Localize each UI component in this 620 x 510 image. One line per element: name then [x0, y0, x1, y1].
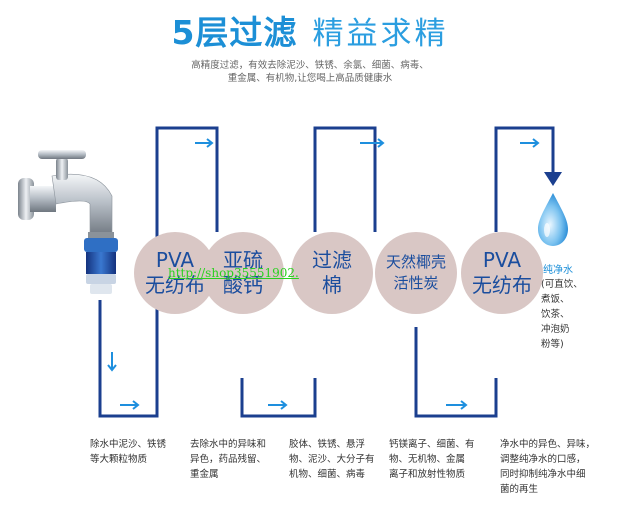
- stage-5-pva: PVA 无纺布: [461, 232, 543, 314]
- desc-line: 物、无机物、金属: [389, 454, 466, 465]
- flow-arrow-icon: [107, 352, 117, 372]
- desc-line: 去除水中的异味和: [190, 439, 267, 450]
- desc-line: 离子和放射性物质: [389, 469, 466, 480]
- watermark-url: http://shop35551902.: [168, 266, 299, 280]
- pipe-segment-3: [313, 126, 377, 232]
- stage-1-line2: 无纺布: [145, 273, 205, 297]
- flow-arrow-icon: [544, 150, 562, 186]
- pure-water-use: 饮茶、: [541, 309, 570, 320]
- stage-2-line1: 亚硫: [223, 248, 263, 272]
- stage-4-description: 钙镁离子、细菌、有 物、无机物、金属 离子和放射性物质: [389, 437, 475, 482]
- pure-water-label: 纯净水: [543, 265, 573, 276]
- flow-arrows: [107, 138, 540, 410]
- desc-line: 重金属: [190, 469, 219, 480]
- pipe-segment-5: [494, 126, 555, 232]
- flow-arrow-icon: [268, 400, 288, 410]
- pipe-segment-4: [414, 327, 498, 418]
- title-light: 精益求精: [312, 16, 449, 52]
- stage-2-description: 去除水中的异味和 异色，药品残留、 重金属: [190, 437, 266, 482]
- subtitle-line-1: 高精度过滤，有效去除泥沙、铁锈、余氯、细菌、病毒、: [191, 60, 429, 71]
- pure-water-use: 冲泡奶: [541, 324, 570, 335]
- stage-3-filter-cotton: 过滤 棉: [291, 232, 373, 314]
- desc-line: 等大颗粒物质: [90, 454, 148, 465]
- pure-water-use: 煮饭、: [541, 294, 570, 305]
- water-drop-icon: [538, 193, 568, 246]
- stage-4-line2: 活性炭: [393, 274, 439, 292]
- subtitle-line-2: 重金属、有机物,让您喝上高品质健康水: [227, 73, 393, 84]
- stage-3-line1: 过滤: [312, 248, 352, 272]
- title-bold: 5层过滤: [171, 13, 298, 52]
- flow-arrow-icon: [360, 138, 385, 148]
- flow-arrow-icon: [120, 400, 140, 410]
- desc-line: 除水中泥沙、铁锈: [90, 439, 167, 450]
- desc-line: 物、泥沙、大分子有: [289, 454, 375, 465]
- flow-arrow-icon: [195, 138, 214, 148]
- flow-arrow-icon: [520, 138, 540, 148]
- stage-2-calcium-sulfite: 亚硫 酸钙: [202, 232, 284, 314]
- desc-line: 调整纯净水的口感，: [500, 454, 586, 465]
- stage-4-line1: 天然椰壳: [385, 253, 446, 271]
- stage-5-line2: 无纺布: [472, 273, 532, 297]
- stage-5-line1: PVA: [482, 248, 522, 272]
- stage-3-line2: 棉: [322, 273, 342, 297]
- pure-water-uses: (可直饮、 煮饭、 饮茶、 冲泡奶 粉等): [541, 277, 583, 352]
- flow-arrow-icon: [446, 400, 468, 410]
- pipe-segment-2: [240, 378, 317, 418]
- stage-1-pva: PVA 无纺布: [134, 232, 216, 314]
- stage-4-coconut-carbon: 天然椰壳 活性炭: [375, 232, 457, 314]
- stage-2-line2: 酸钙: [223, 273, 263, 297]
- desc-line: 异色，药品残留、: [190, 454, 267, 465]
- desc-line: 净水中的异色、异味，: [500, 439, 596, 450]
- stage-3-description: 胶体、铁锈、悬浮 物、泥沙、大分子有 机物、细菌、病毒: [289, 437, 375, 482]
- pure-water-use: 粉等): [541, 339, 564, 350]
- stage-1-description: 除水中泥沙、铁锈 等大颗粒物质: [90, 437, 166, 467]
- faucet-icon: [18, 150, 118, 294]
- desc-line: 胶体、铁锈、悬浮: [289, 439, 366, 450]
- pure-water-use: (可直饮、: [541, 279, 583, 290]
- desc-line: 菌的再生: [500, 484, 539, 495]
- stage-5-description: 净水中的异色、异味， 调整纯净水的口感， 同时抑制纯净水中细 菌的再生: [500, 437, 595, 497]
- desc-line: 钙镁离子、细菌、有: [389, 439, 475, 450]
- desc-line: 同时抑制纯净水中细: [500, 469, 586, 480]
- desc-line: 机物、细菌、病毒: [289, 469, 366, 480]
- page-title: 5层过滤 精益求精: [0, 6, 620, 54]
- subtitle: 高精度过滤，有效去除泥沙、铁锈、余氯、细菌、病毒、 重金属、有机物,让您喝上高品…: [150, 59, 470, 85]
- stage-1-line1: PVA: [155, 248, 195, 272]
